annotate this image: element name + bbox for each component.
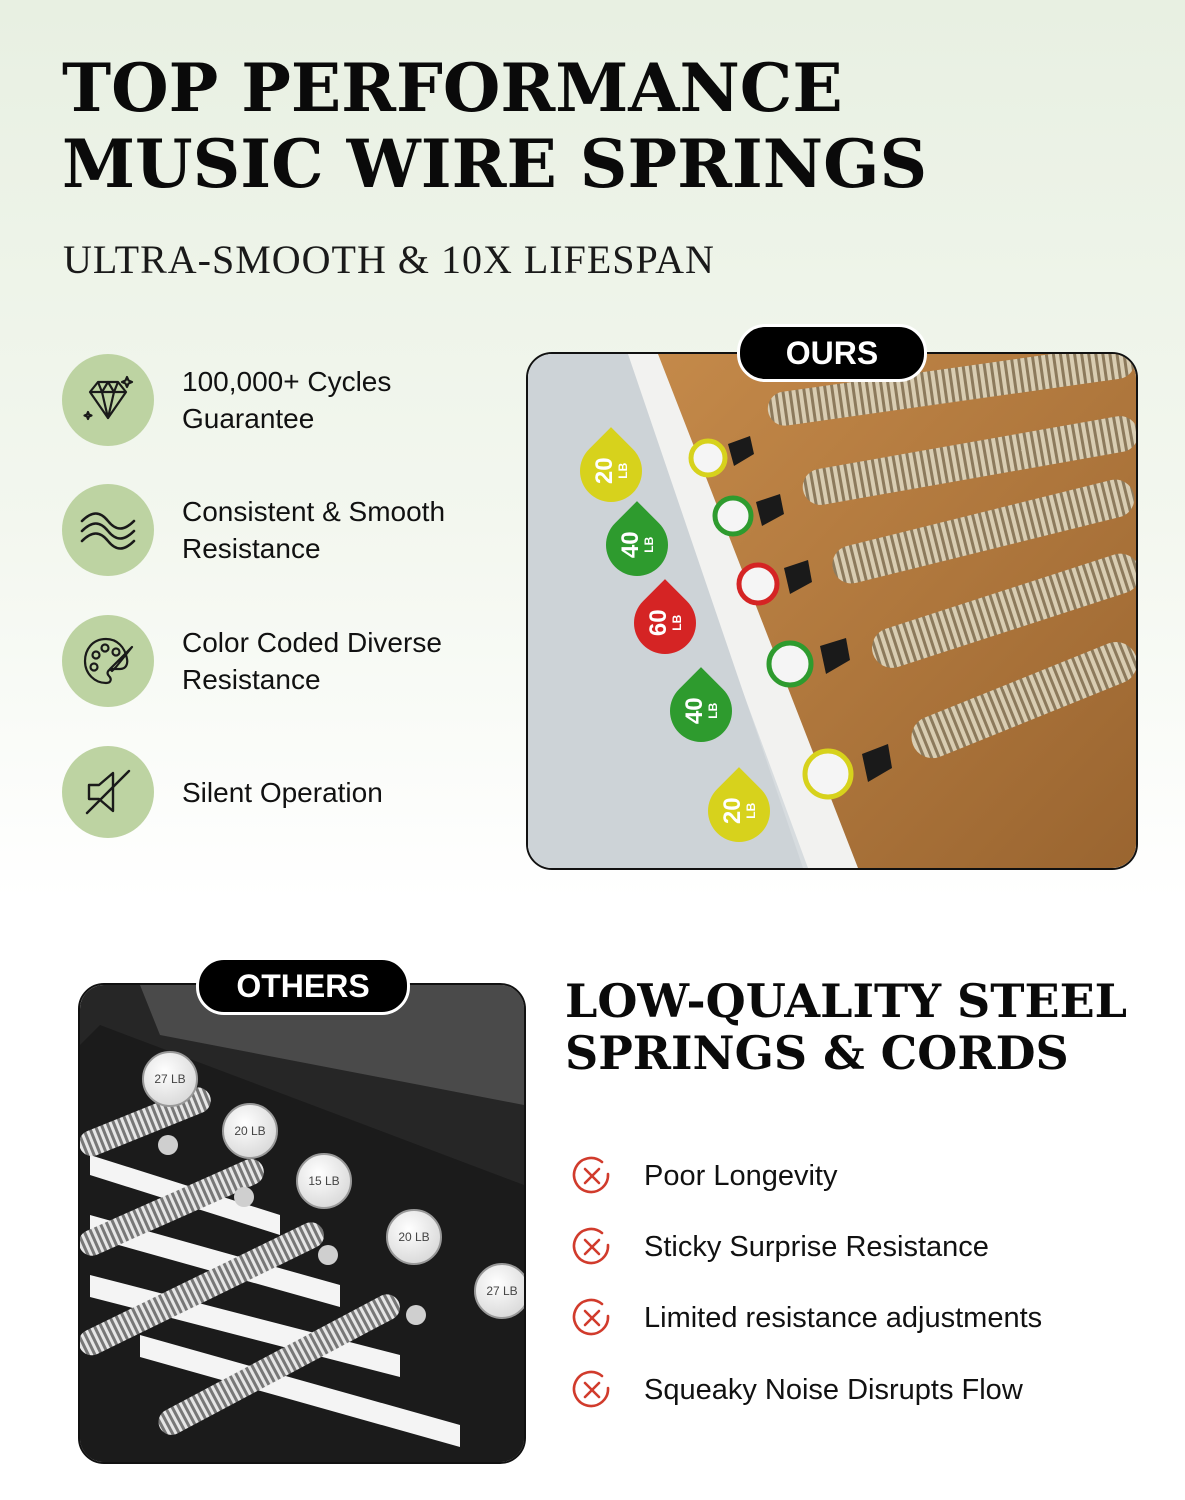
- feature-label: Silent Operation: [182, 776, 383, 808]
- others-weight-label: 20 LB: [222, 1103, 278, 1159]
- others-weight-label: 27 LB: [142, 1051, 198, 1107]
- others-weight-label: 20 LB: [386, 1209, 442, 1265]
- feature-cycles: 100,000+ Cycles Guarantee: [62, 354, 502, 446]
- others-spring-photo: 27 LB 20 LB 15 LB 20 LB 27 LB: [78, 983, 526, 1464]
- page-subtitle: ULTRA-SMOOTH & 10X LIFESPAN: [63, 237, 715, 282]
- weight-value: 20: [590, 457, 618, 485]
- feature-smooth: Consistent & Smooth Resistance: [62, 484, 502, 576]
- con-item: Squeaky Noise Disrupts Flow: [570, 1368, 1023, 1412]
- weight-value: 40: [680, 697, 708, 725]
- con-label: Limited resistance adjustments: [644, 1301, 1043, 1334]
- feature-label: Color Coded Diverse: [182, 627, 442, 658]
- feature-label: Resistance: [182, 533, 321, 564]
- feature-label: Resistance: [182, 664, 321, 695]
- feature-label: 100,000+ Cycles: [182, 366, 392, 397]
- feature-silent: Silent Operation: [62, 746, 502, 838]
- others-weight-label: 15 LB: [296, 1153, 352, 1209]
- low-quality-title: LOW-QUALITY STEEL SPRINGS & CORDS: [565, 975, 1127, 1079]
- wave-icon: [62, 484, 154, 576]
- page-title: TOP PERFORMANCE MUSIC WIRE SPRINGS: [62, 50, 927, 202]
- x-circle-icon: [572, 1227, 610, 1265]
- low-quality-title-line-1: LOW-QUALITY STEEL: [565, 974, 1127, 1028]
- muted-speaker-icon: [62, 746, 154, 838]
- weight-value: 60: [644, 609, 672, 637]
- con-item: Limited resistance adjustments: [570, 1296, 1042, 1340]
- x-circle-icon: [572, 1298, 610, 1336]
- weight-unit: LB: [615, 463, 630, 480]
- feature-label: Guarantee: [182, 403, 315, 434]
- con-label: Poor Longevity: [644, 1159, 838, 1192]
- weight-unit: LB: [743, 803, 758, 820]
- others-tag: OTHERS: [196, 957, 410, 1015]
- weight-unit: LB: [669, 615, 684, 632]
- low-quality-title-line-2: SPRINGS & CORDS: [565, 1026, 1069, 1080]
- weight-unit: LB: [641, 537, 656, 554]
- con-label: Sticky Surprise Resistance: [644, 1230, 989, 1263]
- feature-label: Consistent & Smooth: [182, 496, 446, 527]
- con-item: Poor Longevity: [570, 1154, 837, 1198]
- others-weight-label: 27 LB: [474, 1263, 524, 1319]
- x-circle-icon: [572, 1370, 610, 1408]
- con-item: Sticky Surprise Resistance: [570, 1225, 989, 1269]
- title-line-1: TOP PERFORMANCE: [62, 49, 843, 127]
- palette-icon: [62, 615, 154, 707]
- ours-tag: OURS: [737, 324, 927, 382]
- diamond-icon: [62, 354, 154, 446]
- x-circle-icon: [572, 1156, 610, 1194]
- con-label: Squeaky Noise Disrupts Flow: [644, 1373, 1023, 1406]
- weight-value: 40: [616, 531, 644, 559]
- feature-color-coded: Color Coded Diverse Resistance: [62, 615, 502, 707]
- title-line-2: MUSIC WIRE SPRINGS: [62, 125, 928, 203]
- weight-unit: LB: [705, 703, 720, 720]
- weight-value: 20: [718, 797, 746, 825]
